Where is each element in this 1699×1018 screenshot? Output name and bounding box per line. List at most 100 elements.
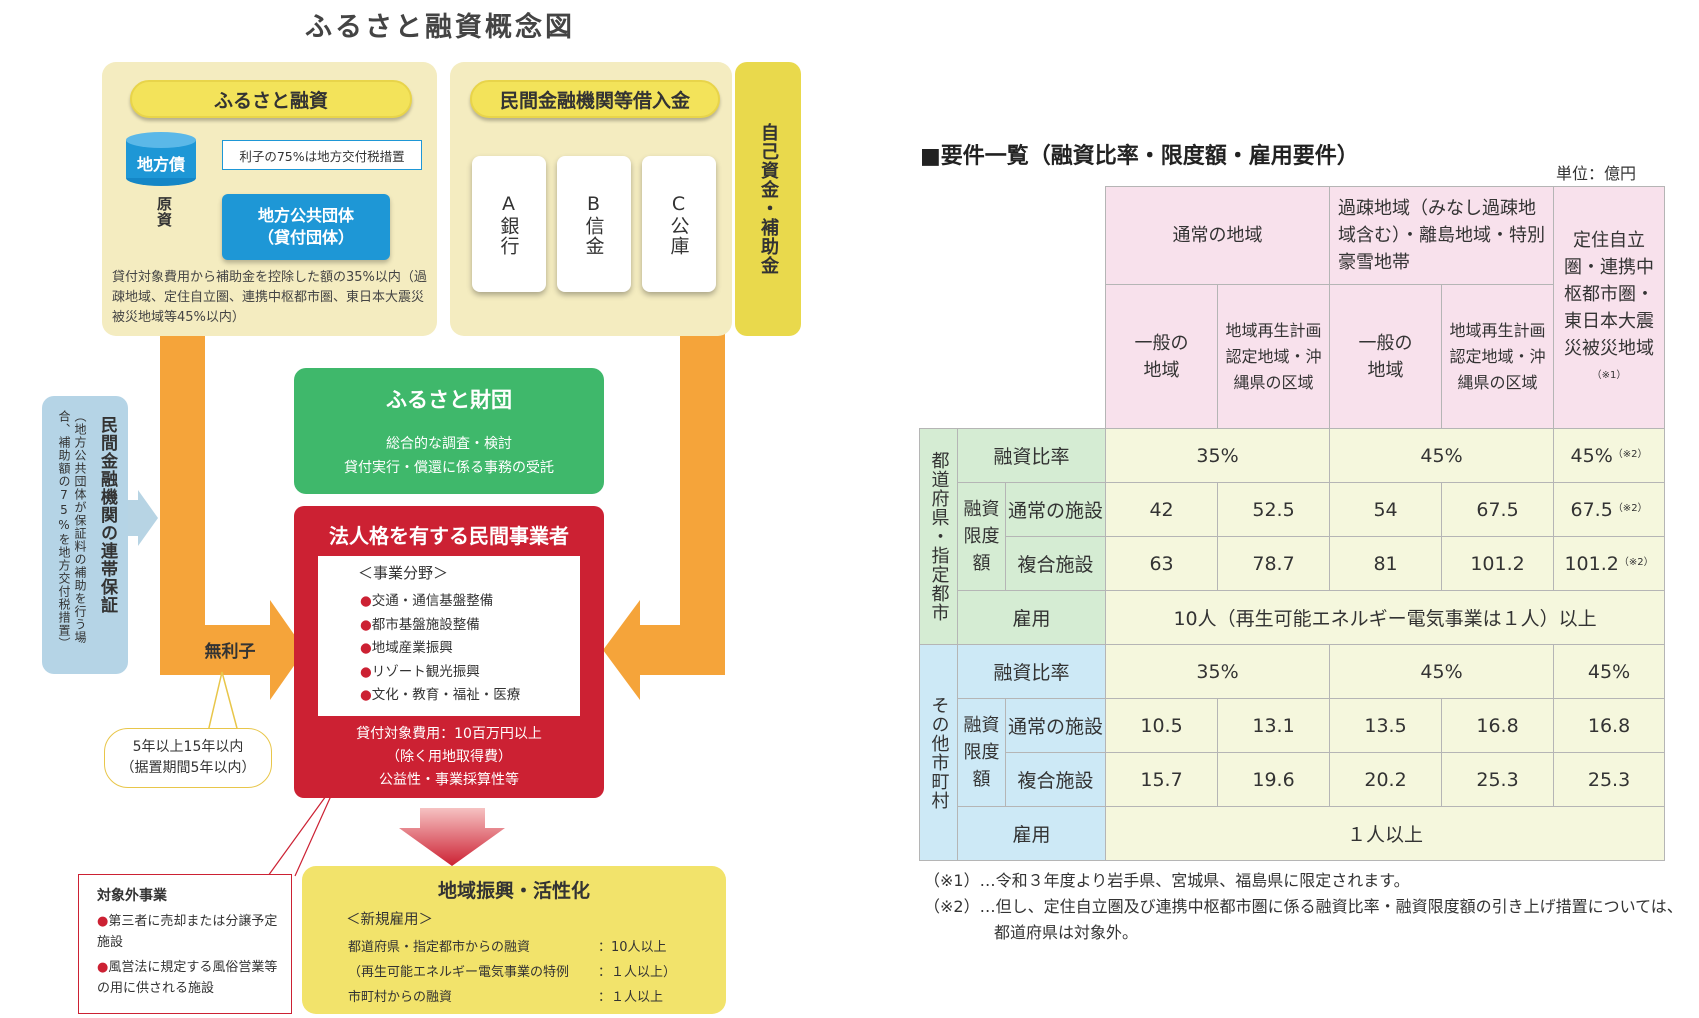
interest-free-label: 無利子 — [204, 641, 256, 662]
ratio-label: 融資比率 — [956, 428, 1107, 483]
ratio-value: 35% — [1105, 428, 1331, 483]
limit-value: 63 — [1105, 536, 1219, 591]
table-corner — [919, 186, 1106, 429]
employment-row-value: ：１人以上） — [598, 965, 677, 980]
header-general: 一般の地域 — [1329, 284, 1443, 429]
bank-card-c: C公庫 — [642, 156, 716, 292]
local-government-box: 地方公共団体（貸付団体） — [222, 194, 390, 260]
limit-value: 81 — [1329, 536, 1443, 591]
limit-value: 20.2 — [1329, 752, 1443, 807]
limit-value: 25.3 — [1553, 752, 1666, 807]
chihousai-label: 地方債 — [136, 155, 185, 174]
ratio-value: 45% — [1329, 644, 1555, 699]
group-name: その他市町村 — [919, 644, 958, 861]
foundation-title: ふるさと財団 — [386, 388, 512, 412]
own-funds-label: 自己資金・補助金 — [758, 123, 779, 275]
complex-facility-label: 複合施設 — [1004, 536, 1107, 591]
operator-box: 法人格を有する民間事業者 ＜事業分野＞ ●交通・通信基盤整備 ●都市基盤施設整備… — [294, 506, 604, 798]
excluded-item: ●風営法に規定する風俗営業等の用に供される施設 — [97, 960, 278, 996]
table-unit: 単位：億円 — [1556, 164, 1637, 183]
guarantee-note: （地方公共団体が保証料の補助を行う場合、補助額の75%を地方交付税措置） — [57, 410, 87, 650]
operator-condition-3: 公益性・事業採算性等 — [379, 772, 519, 788]
limit-label: 融資限度額 — [957, 698, 1006, 807]
own-funds-panel: 自己資金・補助金 — [735, 62, 801, 336]
limit-value: 25.3 — [1441, 752, 1555, 807]
employment-row-label: 市町村からの融資 — [348, 990, 453, 1005]
ratio-label: 融資比率 — [956, 644, 1107, 699]
group-name: 都道府県・指定都市 — [919, 428, 958, 645]
limit-value: 101.2（※2） — [1553, 536, 1666, 591]
bank-card-a: A銀行 — [472, 156, 546, 292]
bank-card-b: B信金 — [557, 156, 631, 292]
ratio-value: 45% — [1329, 428, 1555, 483]
ratio-value: 35% — [1105, 644, 1331, 699]
business-field-item: ●交通・通信基盤整備 — [360, 593, 494, 609]
ratio-value: 45% — [1553, 644, 1666, 699]
limit-value: 16.8 — [1441, 698, 1555, 753]
business-fields-title: ＜事業分野＞ — [358, 564, 449, 582]
business-field-item: ●文化・教育・福祉・医療 — [360, 687, 521, 703]
limit-value: 67.5 — [1441, 482, 1555, 537]
limit-value: 52.5 — [1217, 482, 1331, 537]
limit-value: 15.7 — [1105, 752, 1219, 807]
diagram-title: ふるさと融資概念図 — [305, 11, 575, 43]
private-loan-label: 民間金融機関等借入金 — [470, 80, 720, 118]
operator-condition-1: 貸付対象費用：10百万円以上 — [356, 726, 542, 742]
header-kaso: 過疎地域（みなし過疎地域含む）・離島地域・特別豪雪地帯 — [1329, 186, 1555, 285]
operator-title: 法人格を有する民間事業者 — [329, 523, 569, 548]
limit-value: 78.7 — [1217, 536, 1331, 591]
table-note-1: （※1）…令和３年度より岩手県、宮城県、福島県に限定されます。 — [924, 871, 1410, 890]
interest-note: 利子の75%は地方交付税措置 — [222, 140, 422, 170]
normal-facility-label: 通常の施設 — [1004, 482, 1107, 537]
term-note: 5年以上15年以内 （据置期間5年以内） — [104, 728, 272, 788]
flow-arrows — [128, 187, 725, 877]
revitalization-box: 地域振興・活性化 ＜新規雇用＞ 都道府県・指定都市からの融資 ：10人以上 （再… — [302, 866, 726, 1014]
guarantee-title: 民間金融機関の連帯保証 — [97, 416, 117, 614]
business-field-item: ●リゾート観光振興 — [360, 663, 480, 680]
arrow-guarantee — [128, 490, 158, 546]
term-note-line-2: （据置期間5年以内） — [120, 760, 256, 776]
employment-row-label: 都道府県・指定都市からの融資 — [348, 940, 531, 955]
business-field-item: ●都市基盤施設整備 — [360, 616, 480, 633]
cylinder-icon — [126, 132, 196, 186]
excluded-item: ●第三者に売却または分譲予定施設 — [97, 914, 278, 950]
complex-facility-label: 複合施設 — [1004, 752, 1107, 807]
employment-label: 雇用 — [956, 590, 1107, 645]
header-saisei: 地域再生計画認定地域・沖縄県の区域 — [1217, 284, 1331, 429]
limit-value: 67.5（※2） — [1553, 482, 1666, 537]
excluded-box: 対象外事業 ●第三者に売却または分譲予定施設 ●風営法に規定する風俗営業等の用に… — [78, 874, 292, 1014]
limit-value: 13.5 — [1329, 698, 1443, 753]
limit-value: 16.8 — [1553, 698, 1666, 753]
limit-value: 101.2 — [1441, 536, 1555, 591]
header-teiju: 定住自立圏・連携中枢都市圏・東日本大震災被災地域（※1） — [1553, 186, 1666, 429]
employment-label: 雇用 — [956, 806, 1107, 861]
employment-row-label: （再生可能エネルギー電気事業の特例 — [348, 965, 570, 980]
chihousai-cylinder: 地方債 — [124, 130, 198, 188]
limit-label: 融資限度額 — [957, 482, 1006, 591]
foundation-box: ふるさと財団 総合的な調査・検討 貸付実行・償還に係る事務の受託 — [294, 368, 604, 494]
excluded-title: 対象外事業 — [97, 888, 167, 904]
arrow-furusato-to-operator — [160, 330, 305, 700]
limit-value: 13.1 — [1217, 698, 1331, 753]
limit-value: 19.6 — [1217, 752, 1331, 807]
employment-value: １人以上 — [1105, 806, 1666, 861]
employment-value: 10人（再生可能エネルギー電気事業は１人）以上 — [1105, 590, 1666, 645]
employment-row-value: ：１人以上 — [598, 990, 664, 1005]
guarantee-box: 民間金融機関の連帯保証 （地方公共団体が保証料の補助を行う場合、補助額の75%を… — [42, 396, 128, 674]
employment-row-value: ：10人以上 — [598, 940, 667, 955]
limit-value: 10.5 — [1105, 698, 1219, 753]
foundation-line-2: 貸付実行・償還に係る事務の受託 — [344, 460, 554, 476]
revitalization-title: 地域振興・活性化 — [437, 879, 590, 902]
header-saisei: 地域再生計画認定地域・沖縄県の区域 — [1441, 284, 1555, 429]
header-general: 一般の地域 — [1105, 284, 1219, 429]
business-field-item: ●地域産業振興 — [360, 640, 453, 656]
normal-facility-label: 通常の施設 — [1004, 698, 1107, 753]
business-fields-list: ●交通・通信基盤整備 ●都市基盤施設整備 ●地域産業振興 ●リゾート観光振興 ●… — [360, 590, 520, 708]
arrow-operator-to-revitalization — [399, 808, 505, 866]
header-normal: 通常の地域 — [1105, 186, 1331, 285]
business-fields-box: ＜事業分野＞ ●交通・通信基盤整備 ●都市基盤施設整備 ●地域産業振興 ●リゾー… — [318, 556, 580, 716]
limit-value: 42 — [1105, 482, 1219, 537]
genshi-label: 原資 — [155, 196, 173, 228]
employment-title: ＜新規雇用＞ — [346, 912, 433, 928]
requirements-table: 通常の地域 過疎地域（みなし過疎地域含む）・離島地域・特別豪雪地帯 定住自立圏・… — [919, 186, 1666, 861]
